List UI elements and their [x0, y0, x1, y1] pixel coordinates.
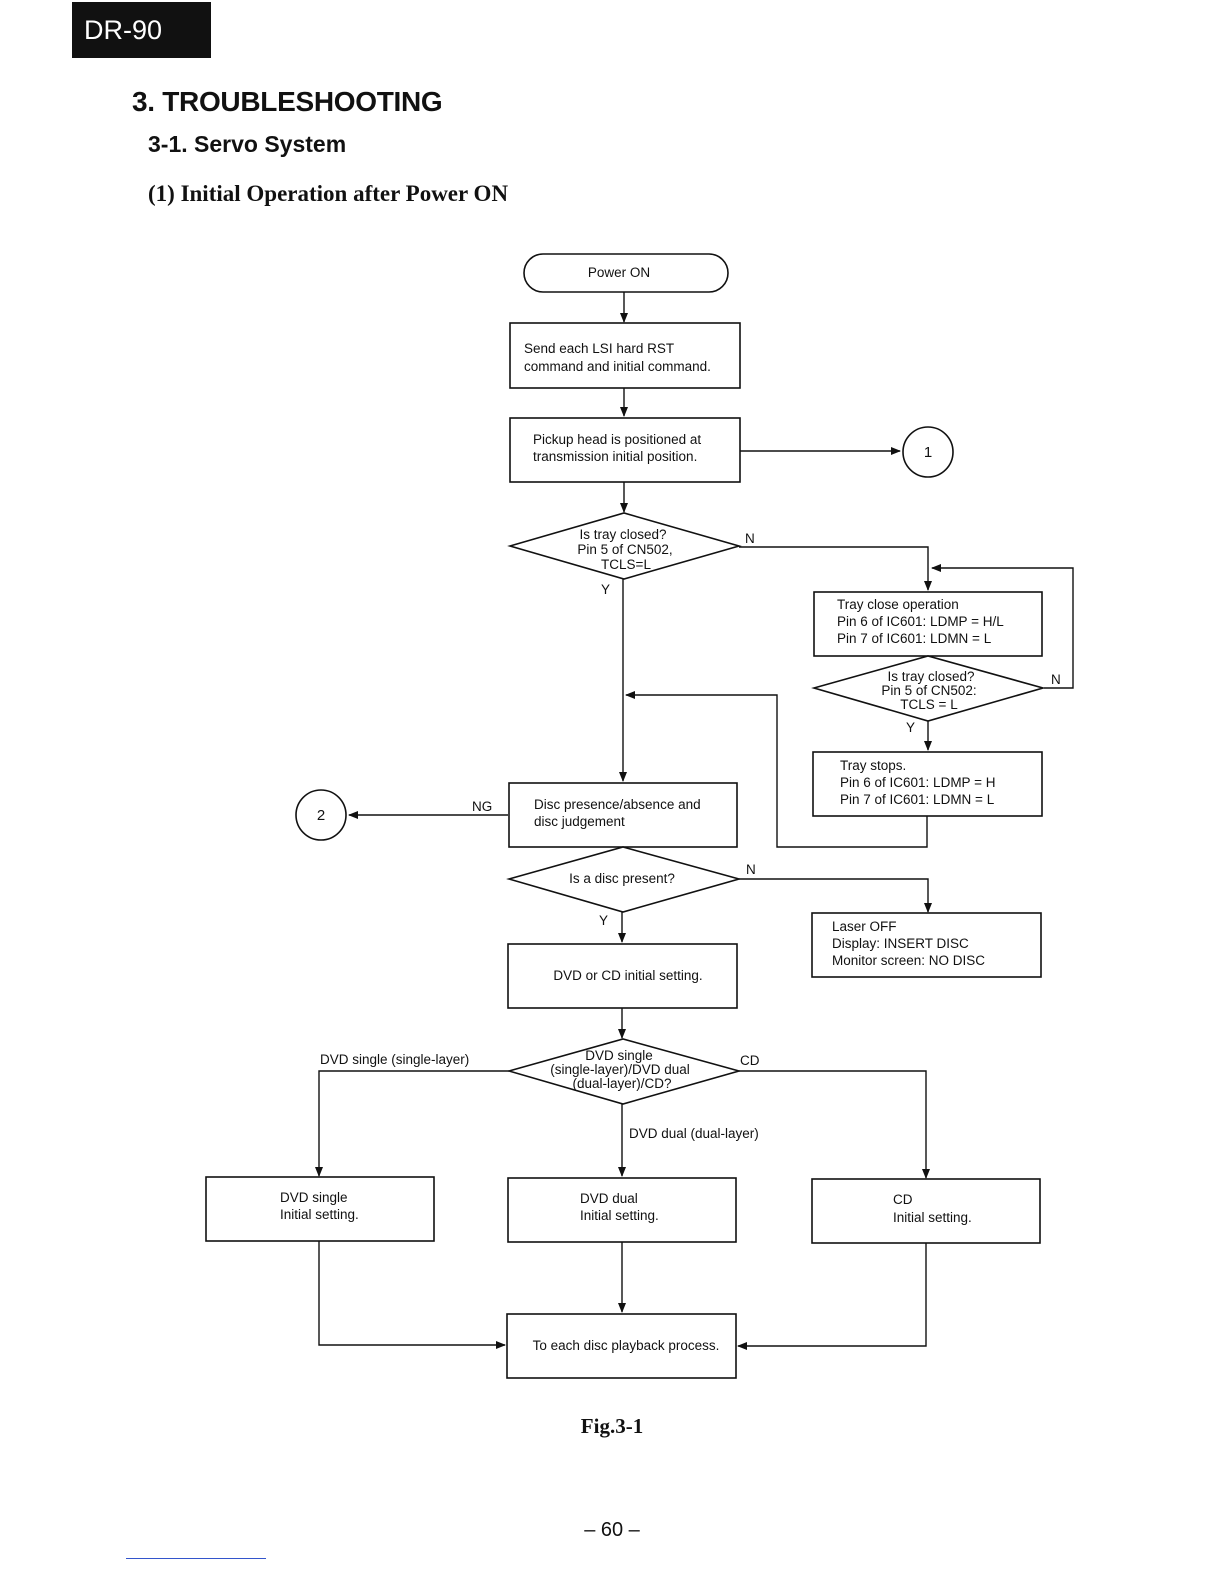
laser-off-box: Laser OFF Display: INSERT DISC Monitor s…: [811, 912, 1042, 978]
tray-close-line1: Tray close operation: [837, 597, 959, 612]
laser-off-line2: Display: INSERT DISC: [832, 936, 969, 951]
dvd-single-branch-label: DVD single (single-layer): [320, 1052, 469, 1067]
tray-closed-decision-2: Is tray closed? Pin 5 of CN502: TCLS = L: [811, 655, 1046, 722]
tray-stops-line2: Pin 6 of IC601: LDMP = H: [840, 775, 995, 790]
flow-connectors: [315, 292, 1074, 1350]
dvd-single-box: DVD single Initial setting.: [205, 1176, 435, 1242]
dvd-dual-box: DVD dual Initial setting.: [507, 1177, 737, 1243]
dvd-cd-init-label: DVD or CD initial setting.: [553, 968, 702, 983]
tray-q1-line1: Is tray closed?: [579, 527, 666, 542]
tray-q2-line2: Pin 5 of CN502:: [881, 683, 976, 698]
model-tag: DR-90: [72, 2, 211, 58]
tray-close-operation-box: Tray close operation Pin 6 of IC601: LDM…: [813, 591, 1043, 657]
tray-q1-line3: TCLS=L: [601, 557, 651, 572]
dvd-dual-branch-label: DVD dual (dual-layer): [629, 1126, 759, 1141]
pickup-line1: Pickup head is positioned at: [533, 432, 701, 447]
dvd-dual-line2: Initial setting.: [580, 1208, 659, 1223]
disc-q-no-label: N: [746, 862, 756, 877]
disc-q-label: Is a disc present?: [569, 871, 675, 886]
disc-q-yes-label: Y: [599, 913, 608, 928]
playback-label: To each disc playback process.: [533, 1338, 720, 1353]
send-rst-box: Send each LSI hard RST command and initi…: [509, 322, 741, 389]
pickup-line2: transmission initial position.: [533, 449, 697, 464]
connector-2-label: 2: [317, 807, 325, 824]
type-q-line2: (single-layer)/DVD dual: [550, 1062, 690, 1077]
send-rst-line1: Send each LSI hard RST: [524, 341, 674, 356]
disc-type-decision: DVD single (single-layer)/DVD dual (dual…: [506, 1038, 742, 1105]
dvd-cd-initial-box: DVD or CD initial setting.: [507, 943, 738, 1009]
subsection-title: 3-1. Servo System: [148, 131, 347, 157]
tray-close-line2: Pin 6 of IC601: LDMP = H/L: [837, 614, 1004, 629]
dvd-single-line2: Initial setting.: [280, 1207, 359, 1222]
cd-branch-label: CD: [740, 1053, 760, 1068]
playback-box: To each disc playback process.: [506, 1313, 737, 1379]
disc-present-decision: Is a disc present?: [506, 846, 742, 913]
power-on-terminal: Power ON: [523, 253, 729, 293]
tray-q2-no-label: N: [1051, 672, 1061, 687]
laser-off-line3: Monitor screen: NO DISC: [832, 953, 985, 968]
disc-judge-line1: Disc presence/absence and: [534, 797, 701, 812]
tray-stops-line3: Pin 7 of IC601: LDMN = L: [840, 792, 995, 807]
tray-q1-yes-label: Y: [601, 582, 610, 597]
disc-judge-line2: disc judgement: [534, 814, 625, 829]
connector-1: 1: [902, 426, 954, 478]
model-label: DR-90: [84, 15, 163, 45]
section-title: 3. TROUBLESHOOTING: [132, 86, 443, 117]
ng-label: NG: [472, 799, 492, 814]
tray-q2-line1: Is tray closed?: [887, 669, 974, 684]
type-q-line1: DVD single: [585, 1048, 653, 1063]
tray-stops-box: Tray stops. Pin 6 of IC601: LDMP = H Pin…: [812, 751, 1043, 817]
pickup-box: Pickup head is positioned at transmissio…: [509, 417, 741, 483]
tray-closed-decision-1: Is tray closed? Pin 5 of CN502, TCLS=L: [507, 512, 742, 580]
cd-line2: Initial setting.: [893, 1210, 972, 1225]
cd-box: CD Initial setting.: [811, 1178, 1041, 1244]
cd-line1: CD: [893, 1192, 913, 1207]
type-q-line3: (dual-layer)/CD?: [572, 1076, 671, 1091]
laser-off-line1: Laser OFF: [832, 919, 897, 934]
tray-close-line3: Pin 7 of IC601: LDMN = L: [837, 631, 992, 646]
tray-q1-no-label: N: [745, 531, 755, 546]
footer-rule: [126, 1558, 266, 1559]
connector-2: 2: [295, 789, 347, 841]
tray-q1-line2: Pin 5 of CN502,: [577, 542, 672, 557]
dvd-dual-line1: DVD dual: [580, 1191, 638, 1206]
page-number: – 60 –: [584, 1519, 640, 1541]
tray-q2-line3: TCLS = L: [900, 697, 958, 712]
figure-caption: Fig.3-1: [580, 1414, 644, 1438]
item-title: (1) Initial Operation after Power ON: [148, 181, 509, 206]
tray-q2-yes-label: Y: [906, 720, 915, 735]
send-rst-line2: command and initial command.: [524, 359, 711, 374]
power-on-label: Power ON: [588, 265, 650, 280]
tray-stops-line1: Tray stops.: [840, 758, 906, 773]
dvd-single-line1: DVD single: [280, 1190, 348, 1205]
connector-1-label: 1: [924, 444, 932, 461]
disc-judgement-box: Disc presence/absence and disc judgement: [508, 782, 738, 848]
